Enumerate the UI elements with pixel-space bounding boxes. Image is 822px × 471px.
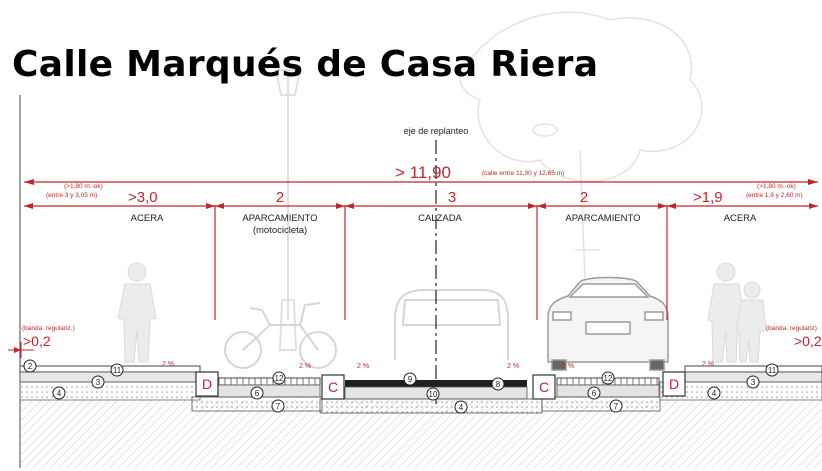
svg-text:11: 11 bbox=[113, 366, 122, 375]
layer-callout: 3 bbox=[91, 375, 105, 389]
segment-5-note-2: (entre 1,9 y 2,60 m) bbox=[746, 192, 803, 199]
layer-callout: 11 bbox=[110, 363, 124, 377]
pavement-section bbox=[19, 365, 822, 468]
car-rear-right bbox=[547, 276, 669, 371]
svg-text:12: 12 bbox=[604, 374, 613, 383]
slope-label: 2 % bbox=[562, 363, 574, 370]
slope-label: 2 % bbox=[299, 363, 311, 370]
svg-text:7: 7 bbox=[614, 402, 619, 411]
layer-callout: 4 bbox=[454, 400, 468, 414]
segment-5-note-1: (>1,80 m.-ok) bbox=[757, 183, 796, 190]
segment-5-label: ACERA bbox=[724, 213, 757, 224]
layer-callout: 10 bbox=[426, 387, 440, 401]
right-band-value: >0,2 bbox=[794, 333, 822, 349]
svg-text:6: 6 bbox=[592, 389, 597, 398]
svg-text:7: 7 bbox=[276, 402, 281, 411]
layer-callout: 8 bbox=[491, 377, 505, 391]
axis-label: eje de replanteo bbox=[404, 126, 469, 136]
svg-text:11: 11 bbox=[768, 366, 777, 375]
segment-5-value: >1,9 bbox=[693, 189, 723, 206]
slope-label: 2 % bbox=[162, 361, 174, 368]
layer-callout: 6 bbox=[587, 386, 601, 400]
curb-label-1: D bbox=[202, 376, 212, 392]
layer-callout: 11 bbox=[765, 363, 779, 377]
layer-callout: 3 bbox=[746, 375, 760, 389]
segment-1-label: ACERA bbox=[131, 213, 164, 224]
layer-callout: 12 bbox=[601, 371, 615, 385]
right-band-note: (banda. regulariz) bbox=[766, 325, 817, 332]
svg-text:2: 2 bbox=[28, 362, 33, 371]
layer-callout: 4 bbox=[707, 386, 721, 400]
svg-text:9: 9 bbox=[408, 375, 413, 384]
slope-label: 2 % bbox=[357, 363, 369, 370]
layer-callout: 7 bbox=[271, 399, 285, 413]
layer-callout: 9 bbox=[403, 372, 417, 386]
svg-text:8: 8 bbox=[496, 380, 501, 389]
svg-text:10: 10 bbox=[429, 390, 438, 399]
segment-2-value: 2 bbox=[276, 189, 284, 206]
total-width-note: (calle entre 11,90 y 12,65 m) bbox=[482, 170, 564, 177]
curb-label-3: C bbox=[539, 379, 549, 395]
svg-text:4: 4 bbox=[712, 389, 717, 398]
svg-text:3: 3 bbox=[751, 378, 756, 387]
segment-divider-lines bbox=[214, 205, 668, 320]
segment-2-label: APARCAMIENTO bbox=[242, 213, 317, 224]
curb-c-left bbox=[321, 374, 345, 400]
svg-text:6: 6 bbox=[255, 389, 260, 398]
car-front-center-outline bbox=[394, 289, 509, 360]
curb-c-right bbox=[532, 374, 556, 400]
left-band-note: (banda. regulariz.) bbox=[22, 325, 75, 332]
layer-callout: 7 bbox=[609, 399, 623, 413]
curb-d-right bbox=[662, 371, 686, 397]
pedestrian-left-silhouette bbox=[117, 262, 157, 363]
pedestrians-right-silhouette bbox=[707, 262, 767, 363]
segment-3-value: 3 bbox=[448, 189, 456, 206]
segment-1-note-1: (>1,80 m.-ok) bbox=[64, 183, 103, 190]
segment-4-value: 2 bbox=[580, 189, 588, 206]
background-tree-sketch bbox=[459, 11, 703, 281]
segment-3-label: CALZADA bbox=[418, 213, 462, 224]
left-band-arrows bbox=[8, 342, 34, 358]
curb-label-2: C bbox=[328, 379, 338, 395]
layer-callout: 6 bbox=[250, 386, 264, 400]
curb-blocks bbox=[195, 371, 686, 400]
slope-label: 2 % bbox=[702, 361, 714, 368]
curb-label-4: D bbox=[669, 376, 679, 392]
segment-1-note-2: (entre 3 y 3,05 m) bbox=[46, 192, 97, 199]
layer-callouts: 2 11 3 4 12 6 7 9 10 4 8 12 6 7 4 3 11 bbox=[23, 359, 779, 414]
segment-4-label: APARCAMIENTO bbox=[565, 213, 640, 224]
background-lamp-sketch bbox=[274, 69, 302, 351]
svg-text:3: 3 bbox=[96, 378, 101, 387]
segment-1-value: >3,0 bbox=[128, 189, 158, 206]
svg-text:4: 4 bbox=[459, 403, 464, 412]
layer-callout: 4 bbox=[52, 386, 66, 400]
svg-text:12: 12 bbox=[275, 374, 284, 383]
segment-2-sublabel: (motocicleta) bbox=[253, 225, 307, 236]
total-width-value: > 11,90 bbox=[395, 163, 451, 182]
motorcycle-outline bbox=[224, 302, 337, 369]
layer-callout: 12 bbox=[272, 371, 286, 385]
slope-label: 2 % bbox=[507, 363, 519, 370]
slope-markers: 2 % 2 % 2 % 2 % 2 % 2 % bbox=[162, 361, 714, 370]
layer-callout: 2 bbox=[23, 359, 37, 373]
left-band-value: >0,2 bbox=[23, 333, 51, 349]
page-title: Calle Marqués de Casa Riera bbox=[12, 44, 599, 85]
svg-text:4: 4 bbox=[57, 389, 62, 398]
segment-dimension-line bbox=[24, 203, 818, 209]
curb-d-left bbox=[195, 371, 219, 397]
total-width-dimension bbox=[24, 179, 818, 185]
